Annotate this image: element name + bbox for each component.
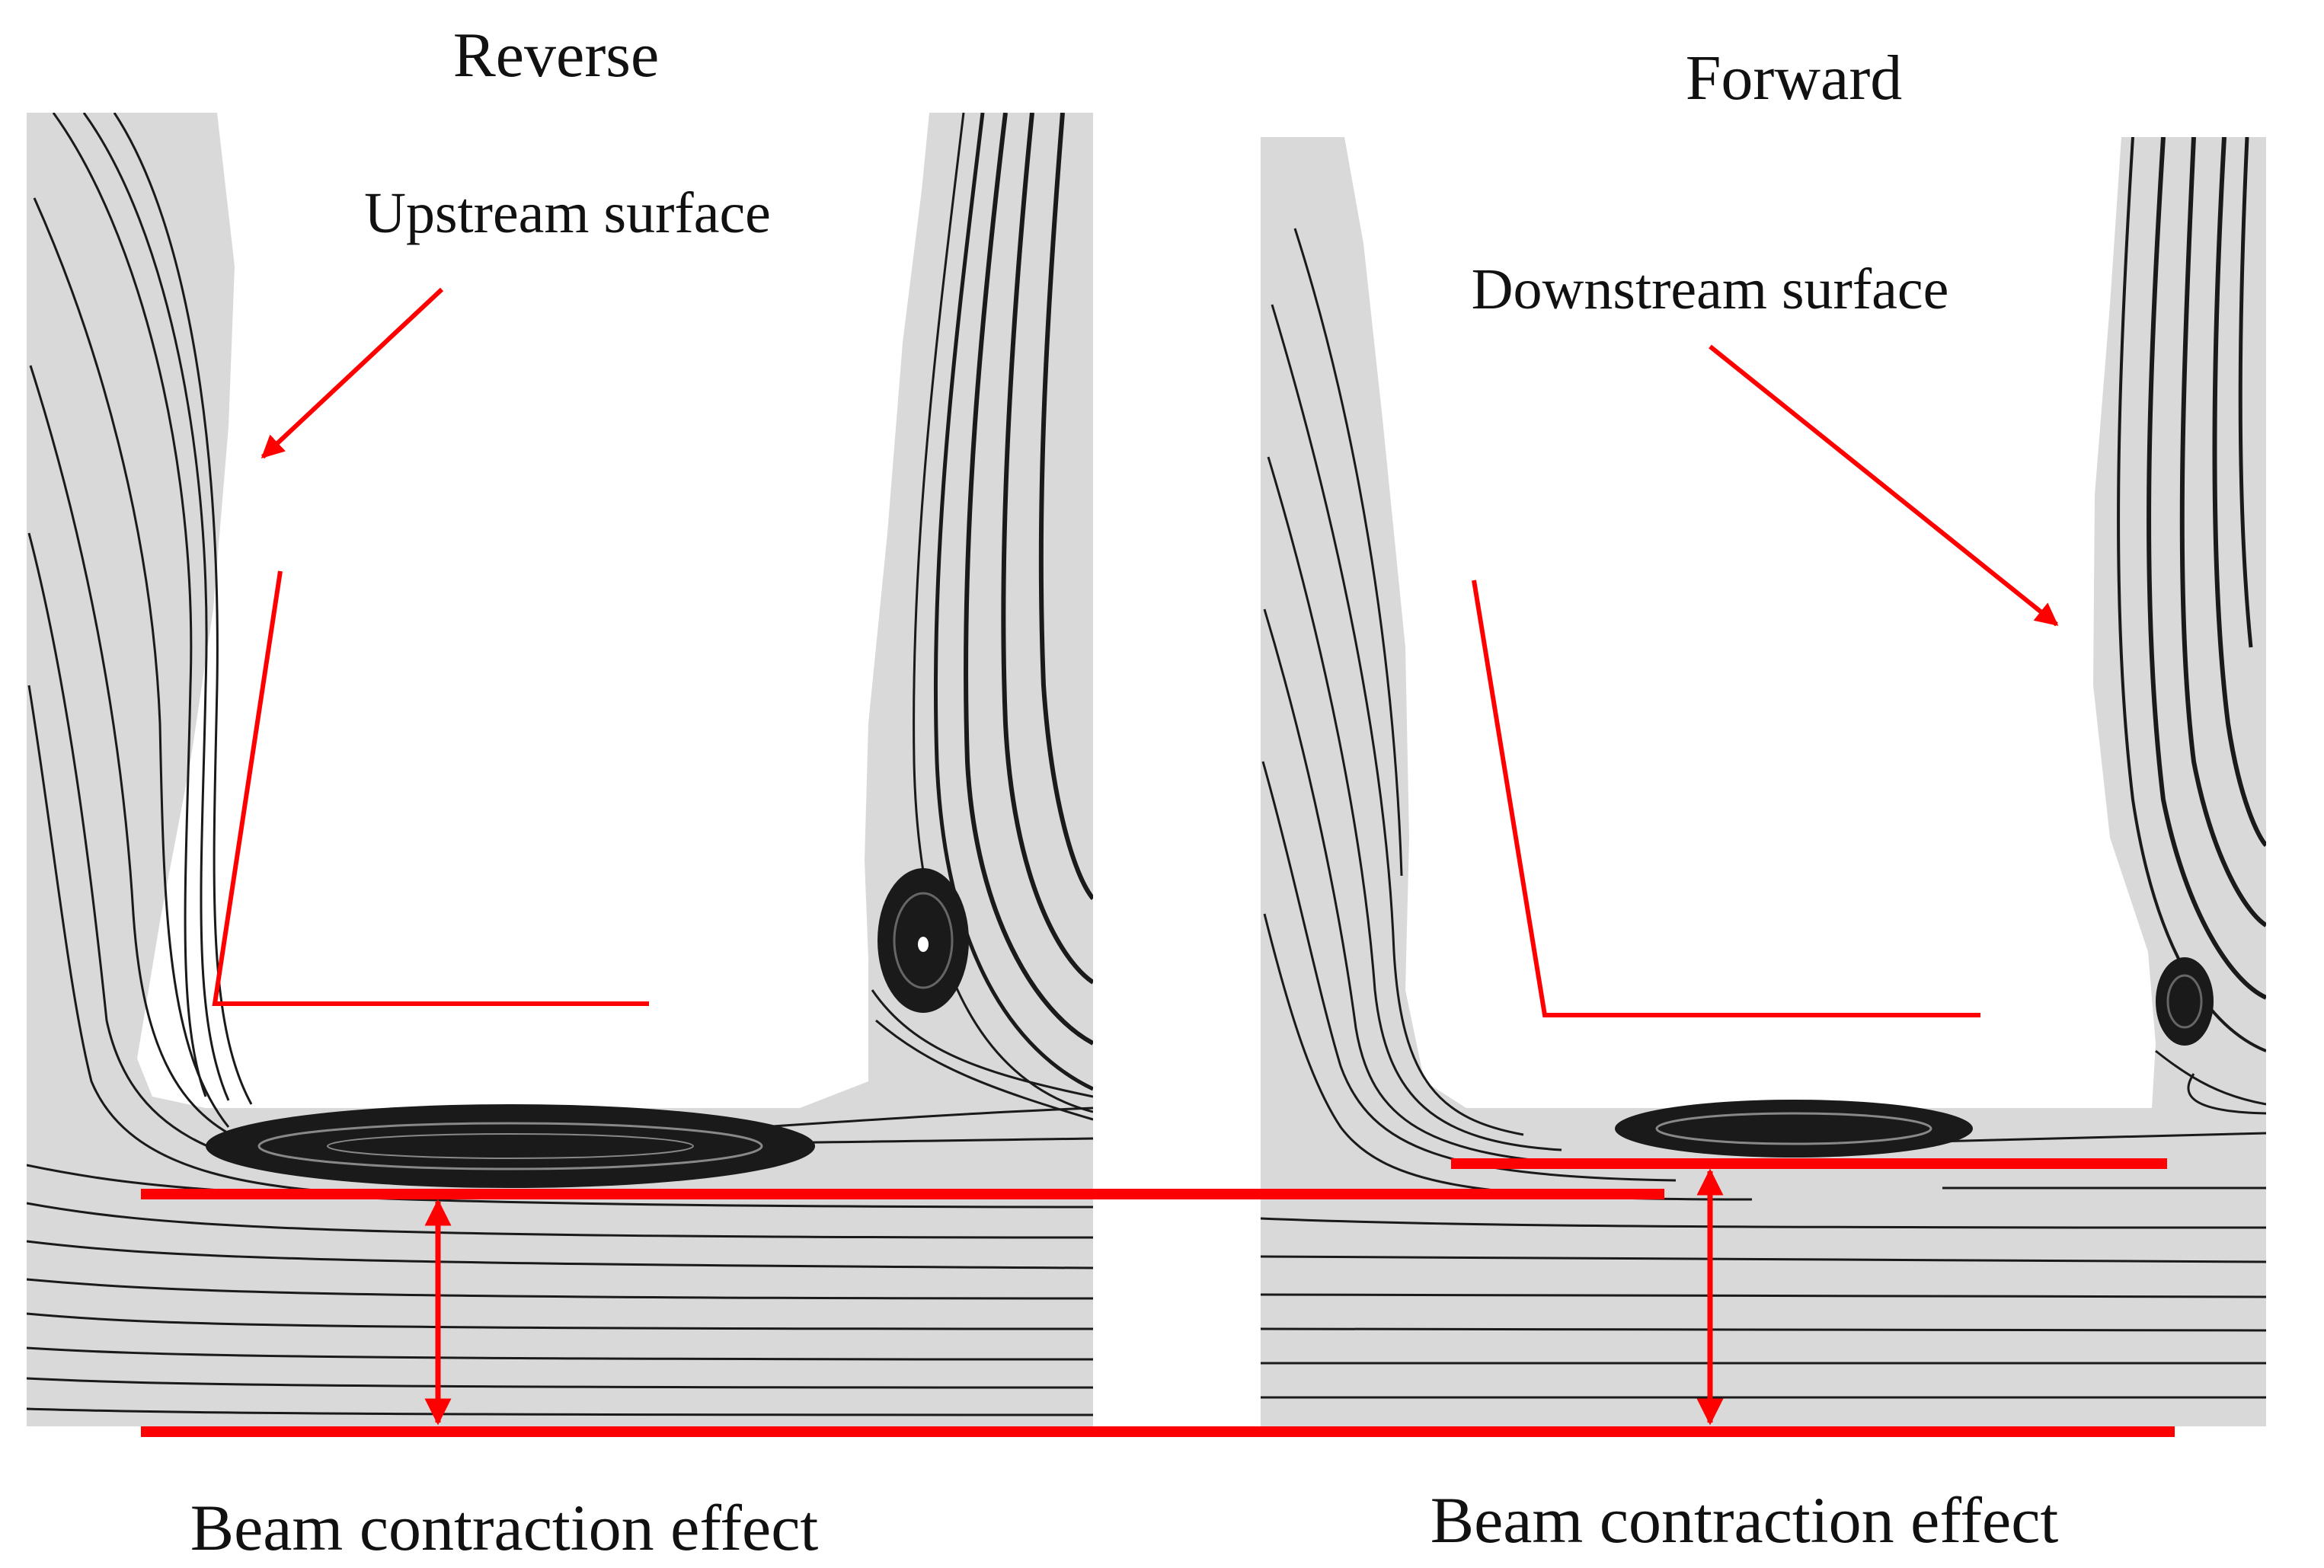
reverse-panel (27, 113, 1093, 1426)
reverse-streamlines (27, 113, 1093, 1416)
reverse-solid-body (137, 113, 929, 1108)
forward-recirculation-zone (1615, 1100, 1973, 1158)
reverse-title: Reverse (453, 20, 660, 91)
upstream-surface-label: Upstream surface (364, 181, 771, 245)
forward-surface-outline (1472, 580, 1980, 1017)
forward-panel (1261, 137, 2266, 1426)
forward-caption: Beam contraction effect (1431, 1483, 2059, 1557)
reverse-caption: Beam contraction effect (190, 1491, 819, 1564)
reverse-surface-outline (212, 570, 649, 1006)
panel-gap (1093, 1108, 1261, 1432)
forward-corner-vortex (2156, 957, 2214, 1046)
reverse-corner-vortex (877, 868, 969, 1013)
downstream-surface-arrow (1709, 344, 2059, 627)
forward-title: Forward (1686, 43, 1903, 113)
downstream-surface-label: Downstream surface (1472, 257, 1949, 321)
upstream-surface-arrow (261, 287, 444, 459)
forward-solid-body (1344, 137, 2156, 1108)
forward-streamlines (1261, 137, 2266, 1399)
reverse-recirculation-zone (206, 1104, 815, 1188)
